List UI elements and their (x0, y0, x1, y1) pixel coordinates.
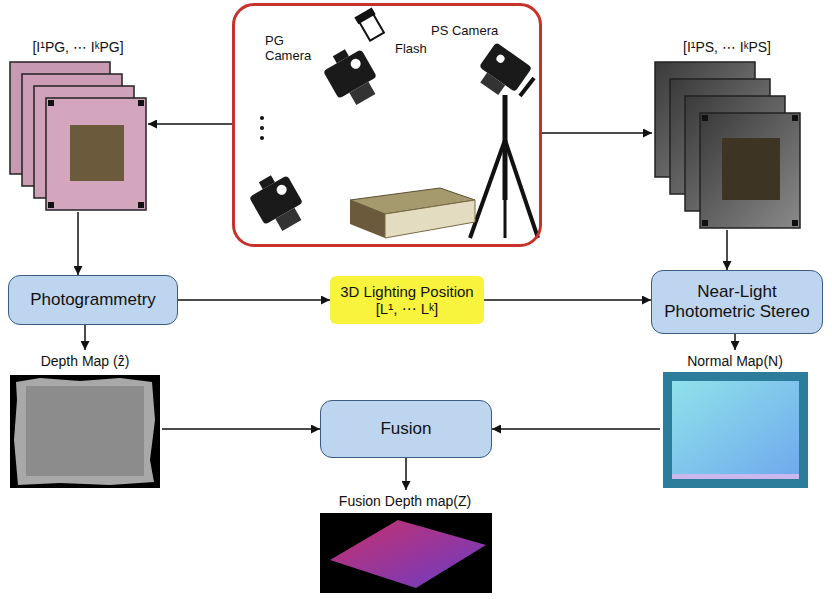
normal-map-image (663, 372, 808, 488)
book (350, 188, 475, 238)
depth-map-image (10, 375, 160, 488)
part-label: Flash (395, 42, 427, 57)
flow-arrow (162, 428, 320, 430)
process-box: Photogrammetry (8, 275, 178, 325)
node-label: Normal Map(N) (660, 353, 810, 369)
process-box: Fusion (320, 400, 492, 458)
node-label: 3D Lighting Position (340, 283, 473, 300)
fusion-depth-image (320, 513, 492, 593)
pg-camera (319, 42, 384, 111)
fusion-result: Fusion Depth map(Z) (318, 490, 492, 594)
pg-camera (245, 168, 310, 237)
flow-arrow (492, 428, 660, 430)
flow-arrow (84, 325, 86, 350)
pg-image-stack (10, 62, 146, 210)
ps-camera (470, 42, 538, 238)
node-label: Photogrammetry (30, 290, 156, 310)
node-label: Depth Map (ẑ) (8, 353, 162, 369)
depth-map: Depth Map (ẑ) (8, 350, 162, 490)
ps-image-stack (655, 62, 800, 228)
dots (260, 116, 264, 140)
node-label: Near-Light Photometric Stereo (660, 282, 814, 321)
flash-unit (354, 7, 385, 41)
node-label: Fusion Depth map(Z) (318, 493, 492, 509)
image-stack: [I¹PS, ⋯ IᵏPS] (652, 36, 802, 230)
data-box: 3D Lighting Position[L¹, ⋯ Lᵏ] (330, 276, 484, 325)
flow-arrow (148, 123, 232, 125)
flow-arrow (484, 299, 651, 301)
flow-arrow (734, 334, 736, 350)
part-label: PG Camera (265, 34, 309, 64)
node-label: [I¹PG, ⋯ IᵏPG] (8, 39, 148, 55)
node-label: [I¹PS, ⋯ IᵏPS] (652, 39, 802, 55)
process-box: Near-Light Photometric Stereo (651, 270, 823, 334)
setup-frame: PG Camera Flash PS Camera (232, 3, 542, 247)
part-label: PS Camera (431, 24, 498, 39)
image-stack: [I¹PG, ⋯ IᵏPG] (8, 36, 148, 212)
flow-arrow (77, 212, 79, 275)
flow-arrow (405, 458, 407, 490)
normal-map: Normal Map(N) (660, 350, 810, 490)
flow-arrow (542, 132, 652, 134)
node-label: Fusion (380, 419, 431, 439)
flow-arrow (726, 230, 728, 270)
node-label: [L¹, ⋯ Lᵏ] (376, 300, 439, 317)
flow-arrow (178, 299, 330, 301)
